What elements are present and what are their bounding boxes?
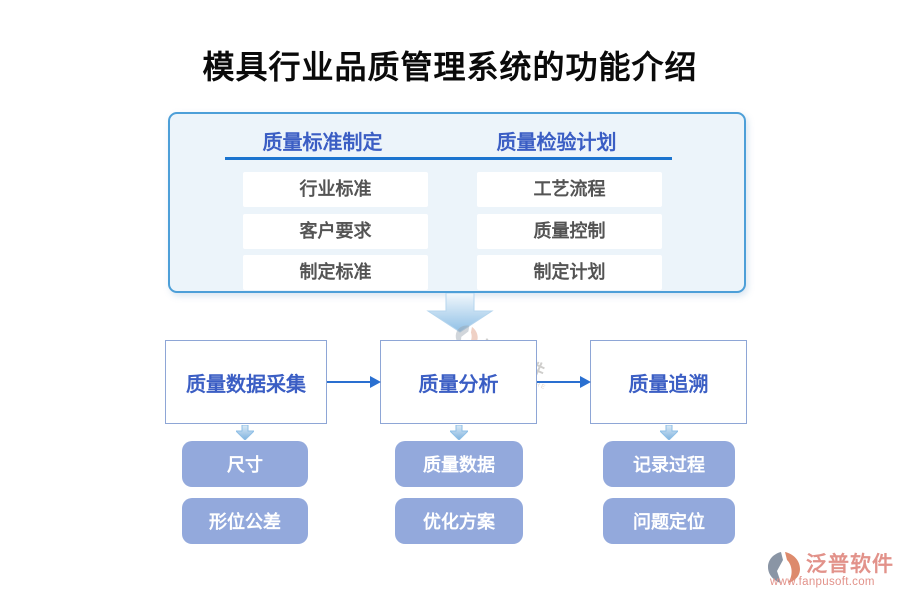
- big-down-arrow-icon: [426, 293, 494, 333]
- panel-item: 质量控制: [477, 214, 662, 249]
- flow-node-traceability: 质量追溯: [590, 340, 747, 424]
- header-underline: [225, 157, 672, 160]
- panel-item: 制定标准: [243, 255, 428, 290]
- chip-record-process: 记录过程: [603, 441, 735, 487]
- small-down-arrow-icon: [660, 425, 678, 440]
- chip-geometric-tolerance: 形位公差: [182, 498, 308, 544]
- small-down-arrow-icon: [450, 425, 468, 440]
- flow-node-data-collection: 质量数据采集: [165, 340, 327, 424]
- flow-node-analysis: 质量分析: [380, 340, 537, 424]
- page-title: 模具行业品质管理系统的功能介绍: [202, 49, 698, 85]
- chip-quality-data: 质量数据: [395, 441, 523, 487]
- chip-optimization-plan: 优化方案: [395, 498, 523, 544]
- panel-item: 制定计划: [477, 255, 662, 290]
- right-arrow-icon: [537, 376, 591, 388]
- panel-column-header-inspection: 质量检验计划: [496, 132, 617, 154]
- panel-item: 行业标准: [243, 172, 428, 207]
- right-arrow-icon: [327, 376, 381, 388]
- footer-logo-brand: 泛普软件: [806, 553, 894, 576]
- footer-logo-website: www.fanpusoft.com: [770, 576, 875, 588]
- footer-logo: 泛普软件 www.fanpusoft.com: [766, 548, 898, 592]
- standards-panel: 质量标准制定 质量检验计划 行业标准 客户要求 制定标准 工艺流程 质量控制 制…: [168, 112, 746, 293]
- small-down-arrow-icon: [236, 425, 254, 440]
- panel-column-header-standard: 质量标准制定: [262, 132, 383, 154]
- chip-problem-location: 问题定位: [603, 498, 735, 544]
- panel-item: 客户要求: [243, 214, 428, 249]
- panel-item: 工艺流程: [477, 172, 662, 207]
- chip-dimension: 尺寸: [182, 441, 308, 487]
- fanpu-logo-icon: [768, 552, 800, 583]
